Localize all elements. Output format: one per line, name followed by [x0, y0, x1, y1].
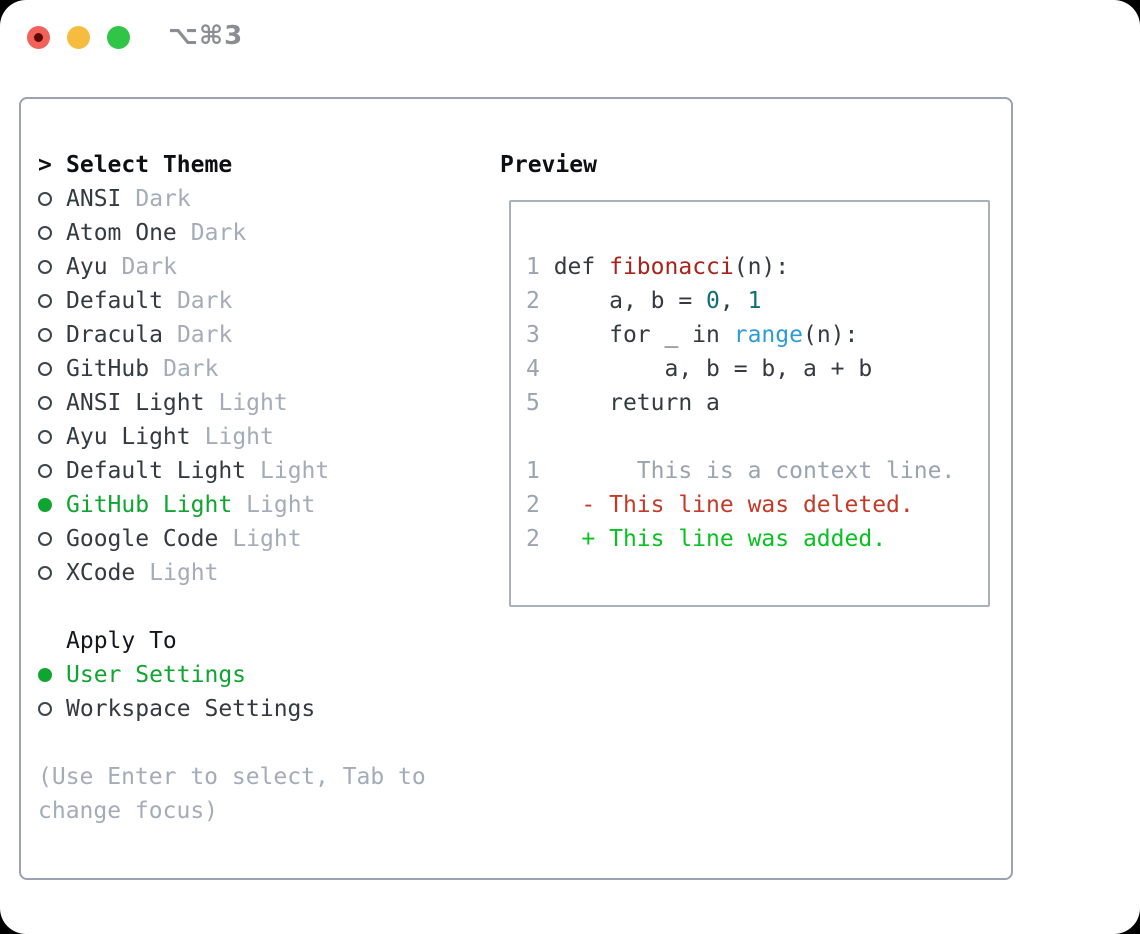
preview-line-1: 1 def fibonacci(n):: [526, 254, 790, 280]
minimize-button[interactable]: [67, 26, 90, 49]
close-dot-icon: [34, 33, 43, 42]
radio-icon: [38, 430, 52, 444]
theme-option-dracula[interactable]: Dracula Dark: [38, 318, 329, 352]
apply-option-workspace-settings[interactable]: Workspace Settings: [38, 692, 315, 726]
prompt-icon: >: [38, 152, 52, 178]
option-label: Dracula: [66, 322, 163, 348]
radio-icon: [38, 702, 52, 716]
preview-box: 1 def fibonacci(n): 2 a, b = 0, 1 3 for _ …: [509, 200, 990, 607]
radio-icon: [38, 192, 52, 206]
option-label: Google Code: [66, 526, 219, 552]
radio-icon: [38, 396, 52, 410]
variant-label: Dark: [190, 220, 247, 246]
help-line-2: change focus): [38, 798, 219, 824]
preview-line-4: 4 a, b = b, a + b: [526, 356, 873, 382]
theme-option-google-code[interactable]: Google Code Light: [38, 522, 329, 556]
radio-icon: [38, 226, 52, 240]
close-button[interactable]: [27, 26, 50, 49]
variant-label: Light: [149, 560, 219, 586]
variant-label: Dark: [121, 254, 177, 280]
theme-option-github-light[interactable]: GitHub Light Light: [38, 488, 329, 522]
option-label: ANSI: [66, 186, 122, 212]
select-theme-header: > Select Theme: [38, 148, 232, 182]
maximize-button[interactable]: [107, 26, 130, 49]
theme-option-ayu[interactable]: Ayu Dark: [38, 250, 329, 284]
preview-line-7: 1 This is a context line.: [526, 458, 956, 484]
preview-header: Preview: [500, 148, 597, 182]
variant-label: Dark: [176, 288, 233, 314]
theme-option-ayu-light[interactable]: Ayu Light Light: [38, 420, 329, 454]
theme-option-default-light[interactable]: Default Light Light: [38, 454, 329, 488]
variant-label: Light: [246, 492, 316, 518]
preview-title: Preview: [500, 152, 597, 178]
radio-icon: [38, 566, 52, 580]
option-label: ANSI Light: [66, 390, 205, 416]
radio-icon: [38, 464, 52, 478]
apply-to-header: Apply To: [38, 624, 315, 658]
apply-option-user-settings[interactable]: User Settings: [38, 658, 315, 692]
theme-option-atom-one[interactable]: Atom One Dark: [38, 216, 329, 250]
help-text: (Use Enter to select, Tab to change focus…: [38, 760, 426, 828]
option-label: Ayu: [66, 254, 108, 280]
radio-icon: [38, 362, 52, 376]
variant-label: Light: [204, 424, 274, 450]
preview-line-9: 2 + This line was added.: [526, 526, 887, 552]
titlebar: ⌥⌘3: [0, 0, 1140, 74]
option-label: Workspace Settings: [66, 696, 316, 722]
option-label: Default Light: [66, 458, 247, 484]
apply-to-title: Apply To: [66, 628, 177, 654]
preview-line-2: 2 a, b = 0, 1: [526, 288, 762, 314]
theme-option-ansi-light[interactable]: ANSI Light Light: [38, 386, 329, 420]
radio-icon: [38, 294, 52, 308]
variant-label: Dark: [176, 322, 233, 348]
theme-option-default[interactable]: Default Dark: [38, 284, 329, 318]
radio-icon: [38, 532, 52, 546]
radio-selected-icon: [38, 668, 52, 682]
theme-option-ansi[interactable]: ANSI Dark: [38, 182, 329, 216]
option-label: Default: [66, 288, 163, 314]
preview-line-3: 3 for _ in range(n):: [526, 322, 859, 348]
option-label: XCode: [66, 560, 136, 586]
radio-icon: [38, 260, 52, 274]
option-label: User Settings: [66, 662, 247, 688]
variant-label: Light: [232, 526, 302, 552]
variant-label: Dark: [135, 186, 191, 212]
select-theme-title: Select Theme: [66, 152, 233, 178]
option-label: GitHub: [66, 356, 150, 382]
theme-option-github[interactable]: GitHub Dark: [38, 352, 329, 386]
help-line-1: (Use Enter to select, Tab to: [38, 764, 426, 790]
theme-option-xcode[interactable]: XCode Light: [38, 556, 329, 590]
option-label: Atom One: [66, 220, 177, 246]
option-label: GitHub Light: [66, 492, 233, 518]
radio-icon: [38, 328, 52, 342]
variant-label: Dark: [163, 356, 219, 382]
preview-line-5: 5 return a: [526, 390, 720, 416]
radio-selected-icon: [38, 498, 52, 512]
preview-line-6: [526, 420, 988, 454]
variant-label: Light: [218, 390, 288, 416]
window-title-shortcut: ⌥⌘3: [168, 21, 244, 51]
preview-line-8: 2 - This line was deleted.: [526, 492, 914, 518]
variant-label: Light: [260, 458, 330, 484]
option-label: Ayu Light: [66, 424, 191, 450]
